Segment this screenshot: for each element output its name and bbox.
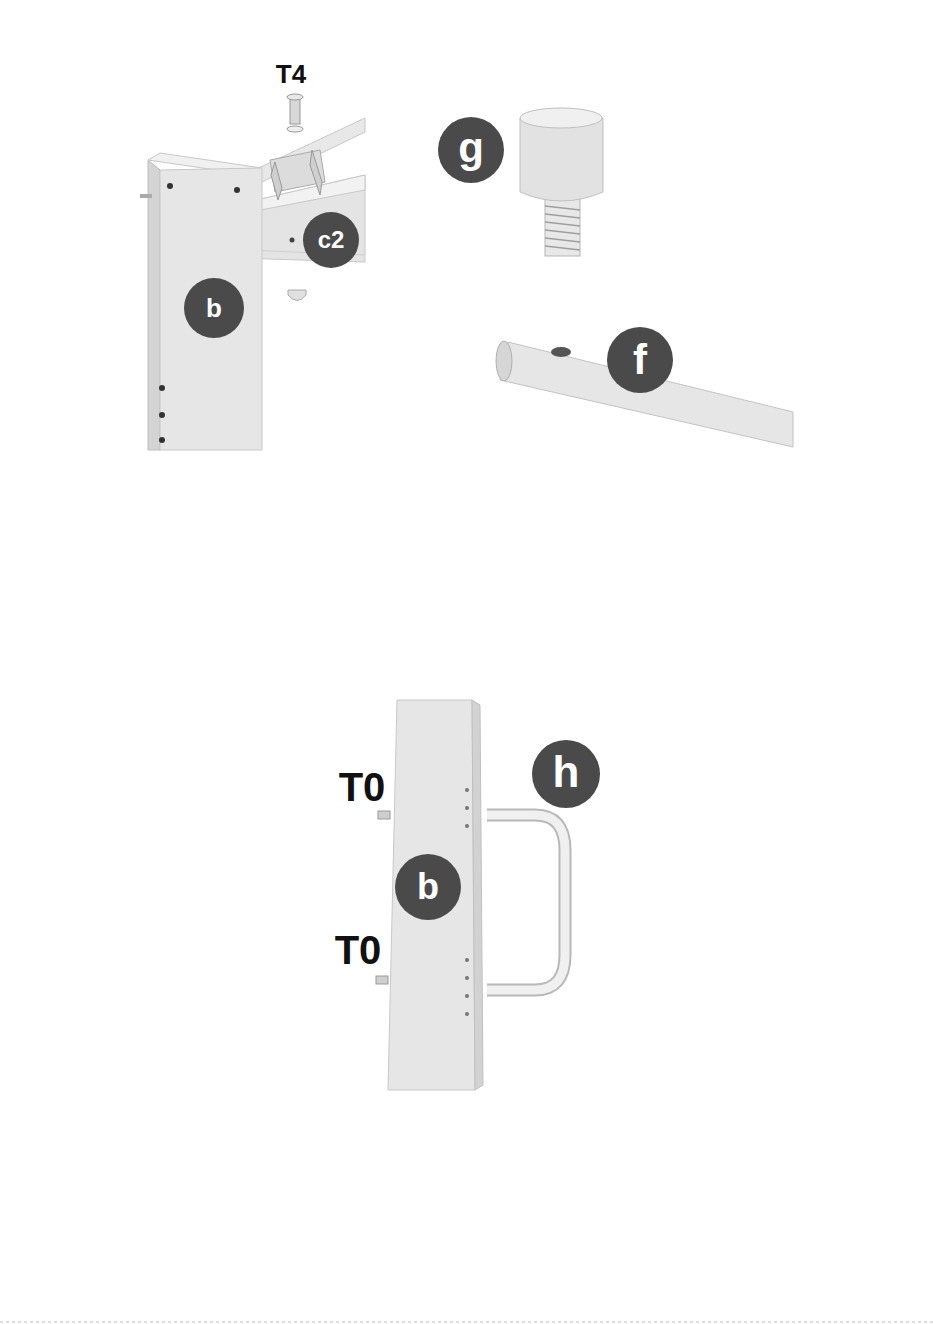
- part-letter: g: [458, 127, 484, 169]
- leg-bottom-figure: [376, 700, 600, 1090]
- tube-f: [496, 327, 793, 447]
- part-letter: f: [633, 339, 647, 381]
- fastener-code: T4: [276, 61, 306, 87]
- fastener-code: T0: [339, 767, 386, 807]
- fastener-code: T0: [335, 930, 382, 970]
- part-letter: h: [553, 750, 580, 794]
- leg-top-figure: [140, 94, 504, 450]
- part-letter: b: [417, 869, 439, 905]
- foot-g: [520, 108, 603, 256]
- part-letter: b: [206, 295, 222, 321]
- part-letter: c2: [318, 228, 345, 252]
